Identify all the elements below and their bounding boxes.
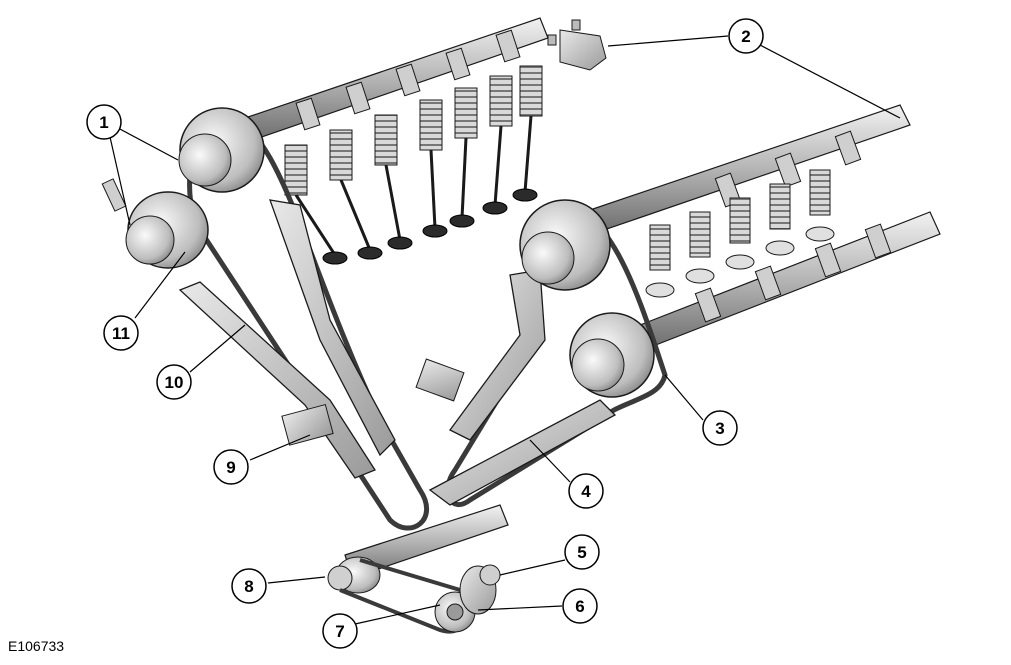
svg-text:6: 6 [575,597,584,616]
figure-id: E106733 [8,638,65,654]
svg-text:1: 1 [99,113,108,132]
svg-text:9: 9 [226,458,235,477]
left-chain-tensioner-9 [281,403,334,446]
leader-lines [109,35,901,625]
left-bank-cam-lobes [295,29,521,131]
svg-text:5: 5 [577,543,586,562]
right-tensioner-arm [449,269,546,441]
left-vct-unit-upper [178,107,265,193]
right-chain-guide-4 [428,399,617,506]
right-bank-valve-heads [645,226,835,298]
right-vct-unit-lower [569,312,655,398]
svg-text:4: 4 [581,482,591,501]
left-bank-valve-stems [294,115,533,256]
svg-text:7: 7 [335,622,344,641]
callout-7: 7 [322,613,358,649]
left-vct-unit-lower [125,191,209,269]
svg-text:2: 2 [741,27,750,46]
left-bank-valve-heads [322,188,538,265]
left-vct-solenoid [101,178,127,212]
left-tensioner-arm [269,199,396,457]
svg-text:8: 8 [244,577,253,596]
callout-1: 1 [86,104,122,140]
right-bank-valve-springs [649,169,831,271]
svg-text:3: 3 [715,419,724,438]
callout-10: 10 [156,364,192,400]
svg-text:10: 10 [165,373,184,392]
left-bank-valve-springs [284,65,543,196]
callout-9: 9 [213,449,249,485]
right-chain-tensioner [415,358,465,402]
callout-3: 3 [702,410,738,446]
crankshaft-sprocket-8 [327,556,381,594]
right-bank-exhaust-camshaft [639,211,941,349]
callout-11: 11 [103,315,139,351]
right-vct-unit-upper [519,199,611,291]
oil-pump-tensioner-5 [479,564,501,586]
callout-4: 4 [568,473,604,509]
callout-8: 8 [231,568,267,604]
callout-2: 2 [728,18,764,54]
callout-5: 5 [564,534,600,570]
svg-text:11: 11 [112,324,130,343]
camshaft-sensor-component [547,19,607,71]
callout-6: 6 [562,588,598,624]
